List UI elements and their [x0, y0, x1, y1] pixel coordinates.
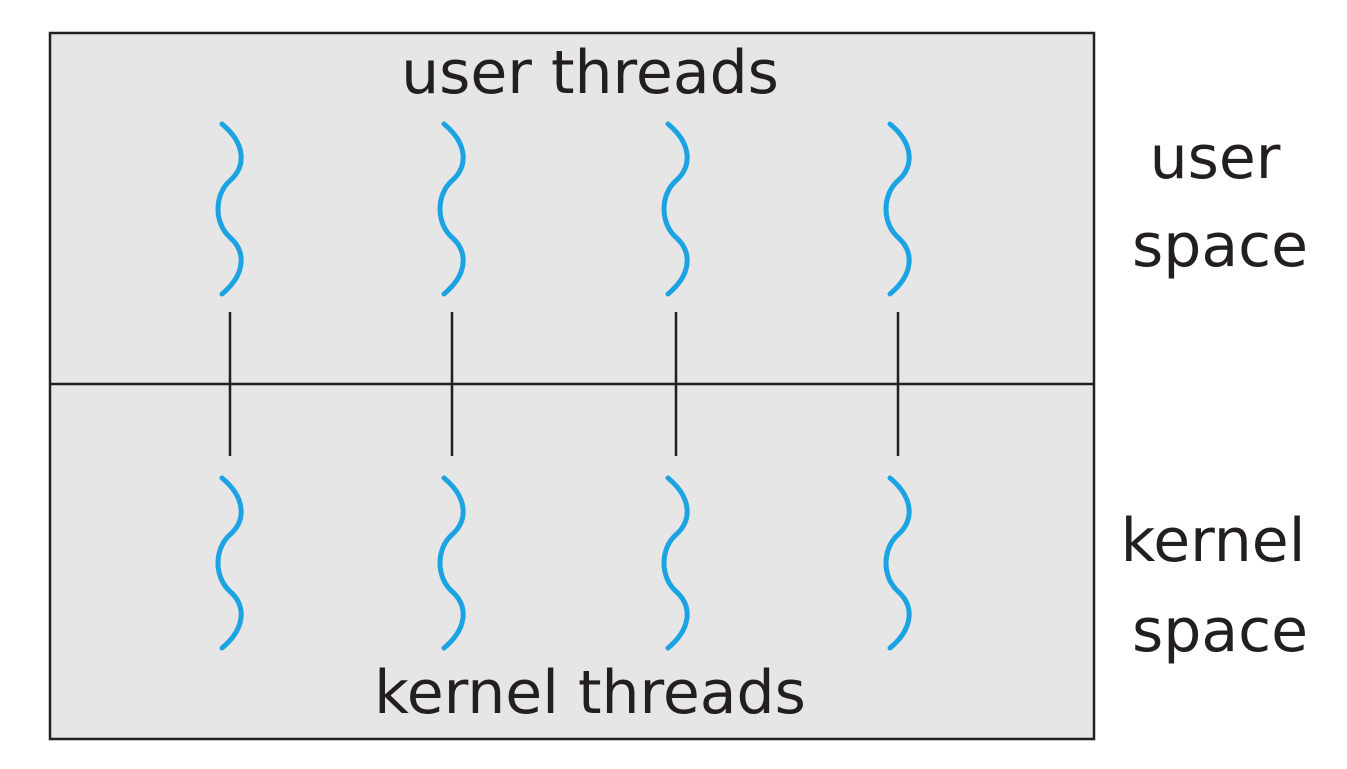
user-thread-icon [437, 121, 466, 297]
kernel-thread-icon [215, 475, 244, 651]
user-space-label-line2: space [1132, 211, 1308, 281]
address-space-box [48, 31, 1096, 741]
kernel-space-label-line1: kernel [1121, 506, 1306, 576]
threads-layer [215, 121, 912, 651]
user-thread-icon [661, 121, 690, 297]
user-space-label-line1: user [1150, 123, 1281, 193]
user-thread-icon [215, 121, 244, 297]
kernel-space-label-line2: space [1132, 596, 1308, 666]
kernel-threads-label: kernel threads [374, 658, 806, 728]
user-thread-icon [883, 121, 912, 297]
kernel-thread-icon [661, 475, 690, 651]
user-threads-label: user threads [401, 38, 779, 108]
kernel-thread-icon [883, 475, 912, 651]
kernel-thread-icon [437, 475, 466, 651]
